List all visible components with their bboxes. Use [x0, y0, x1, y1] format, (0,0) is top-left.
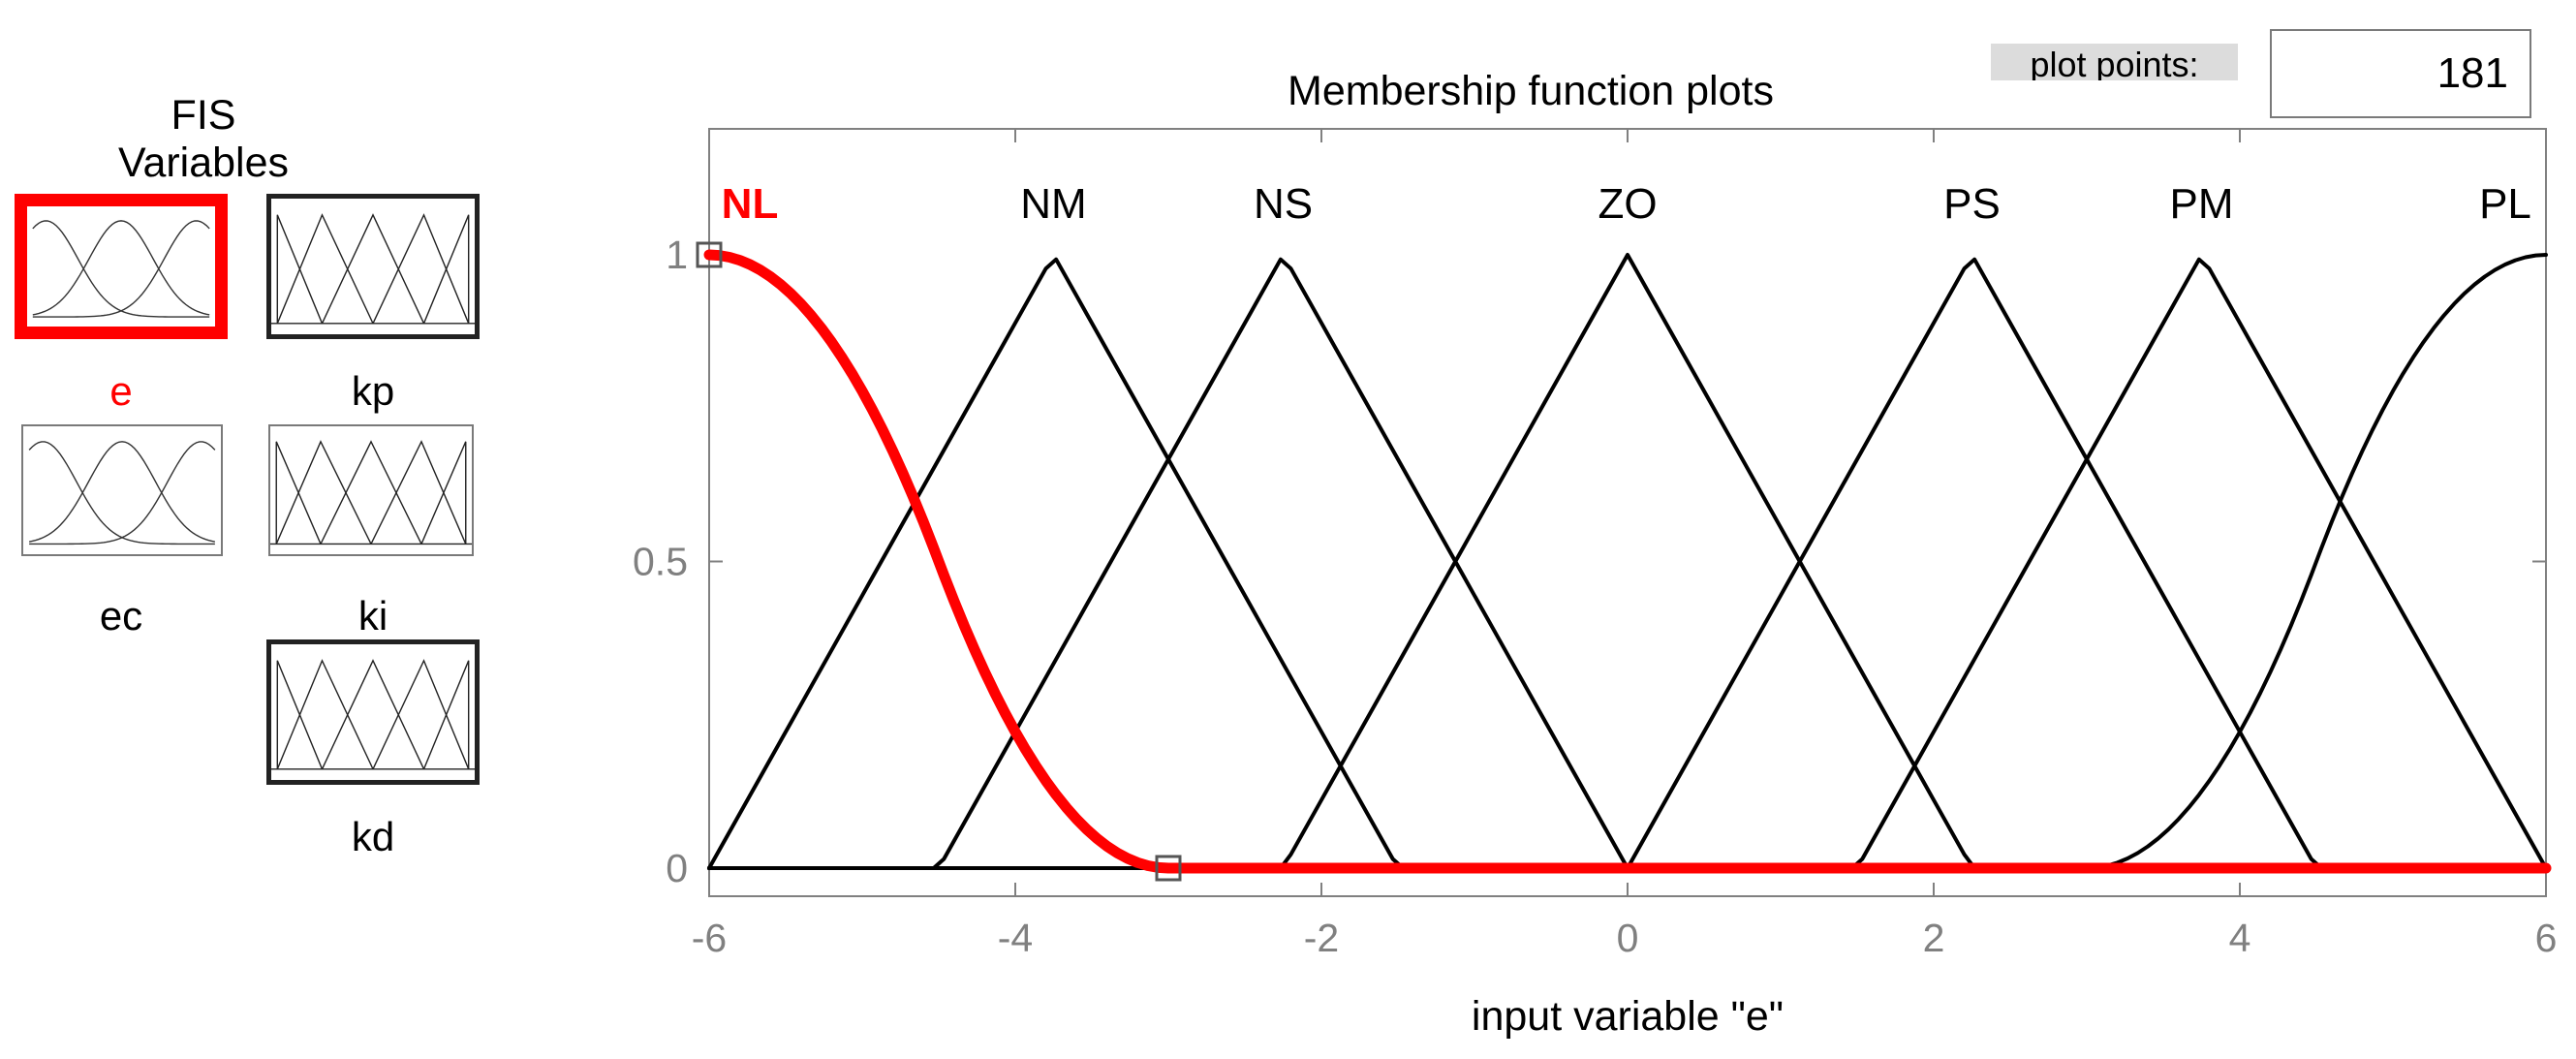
mf-label-pm[interactable]: PM [2170, 180, 2234, 228]
x-tick-label: 2 [1923, 916, 1945, 960]
fis-variable-e-box[interactable] [15, 194, 228, 339]
mf-control-point-handle[interactable] [1155, 855, 1182, 882]
mf-control-point-handle[interactable] [696, 241, 723, 268]
mf-label-nm[interactable]: NM [1020, 180, 1086, 228]
triangle-mf-thumbnail-icon [271, 644, 475, 780]
plot-points-input[interactable] [2270, 29, 2531, 118]
plot-title: Membership function plots [1288, 68, 1774, 114]
mf-curve-pl[interactable] [707, 253, 2548, 870]
triangle-mf-thumbnail-icon [271, 199, 475, 334]
mf-label-ps[interactable]: PS [1943, 180, 2001, 228]
y-tick-label: 0 [666, 846, 688, 890]
mf-curve-ps[interactable] [707, 257, 2548, 870]
plot-points-label: plot points: [1991, 44, 2238, 80]
plot-axes-box [708, 128, 2547, 897]
mf-label-pl[interactable]: PL [2479, 180, 2531, 228]
mf-label-zo[interactable]: ZO [1598, 180, 1657, 228]
triangle-mf-thumbnail-icon [270, 426, 472, 554]
x-axis-label: input variable "e" [1472, 993, 1784, 1040]
mf-curve-zo[interactable] [707, 253, 2548, 870]
mf-curve-nm[interactable] [707, 257, 2548, 870]
fis-variable-ki-label[interactable]: ki [357, 593, 388, 639]
fis-variable-kd-box[interactable] [266, 639, 480, 785]
x-tick-label: 0 [1617, 916, 1639, 960]
fis-variable-e-label[interactable]: e [109, 368, 133, 414]
gauss-mf-thumbnail-icon [23, 426, 221, 554]
y-tick-label: 1 [666, 233, 688, 277]
gauss-mf-thumbnail-icon [27, 206, 215, 327]
fis-variable-kp-box[interactable] [266, 194, 480, 339]
x-tick-label: 6 [2535, 916, 2558, 960]
fis-variable-ec-box[interactable] [21, 424, 223, 556]
x-tick-label: -4 [998, 916, 1033, 960]
y-tick-label: 0.5 [633, 540, 688, 584]
fis-variables-title: FIS Variables [117, 92, 290, 186]
fis-variable-ec-label[interactable]: ec [99, 593, 143, 639]
x-tick-label: 4 [2229, 916, 2251, 960]
mf-label-nl[interactable]: NL [722, 180, 779, 228]
x-tick-label: -6 [692, 916, 727, 960]
fis-variable-kd-label[interactable]: kd [351, 814, 395, 859]
mf-curve-pm[interactable] [707, 257, 2548, 870]
mf-label-ns[interactable]: NS [1254, 180, 1313, 228]
x-tick-label: -2 [1304, 916, 1339, 960]
mf-curve-ns[interactable] [707, 257, 2548, 870]
fis-variable-ki-box[interactable] [268, 424, 474, 556]
fis-variable-kp-label[interactable]: kp [351, 368, 395, 414]
mf-curve-nl[interactable] [703, 249, 2552, 874]
